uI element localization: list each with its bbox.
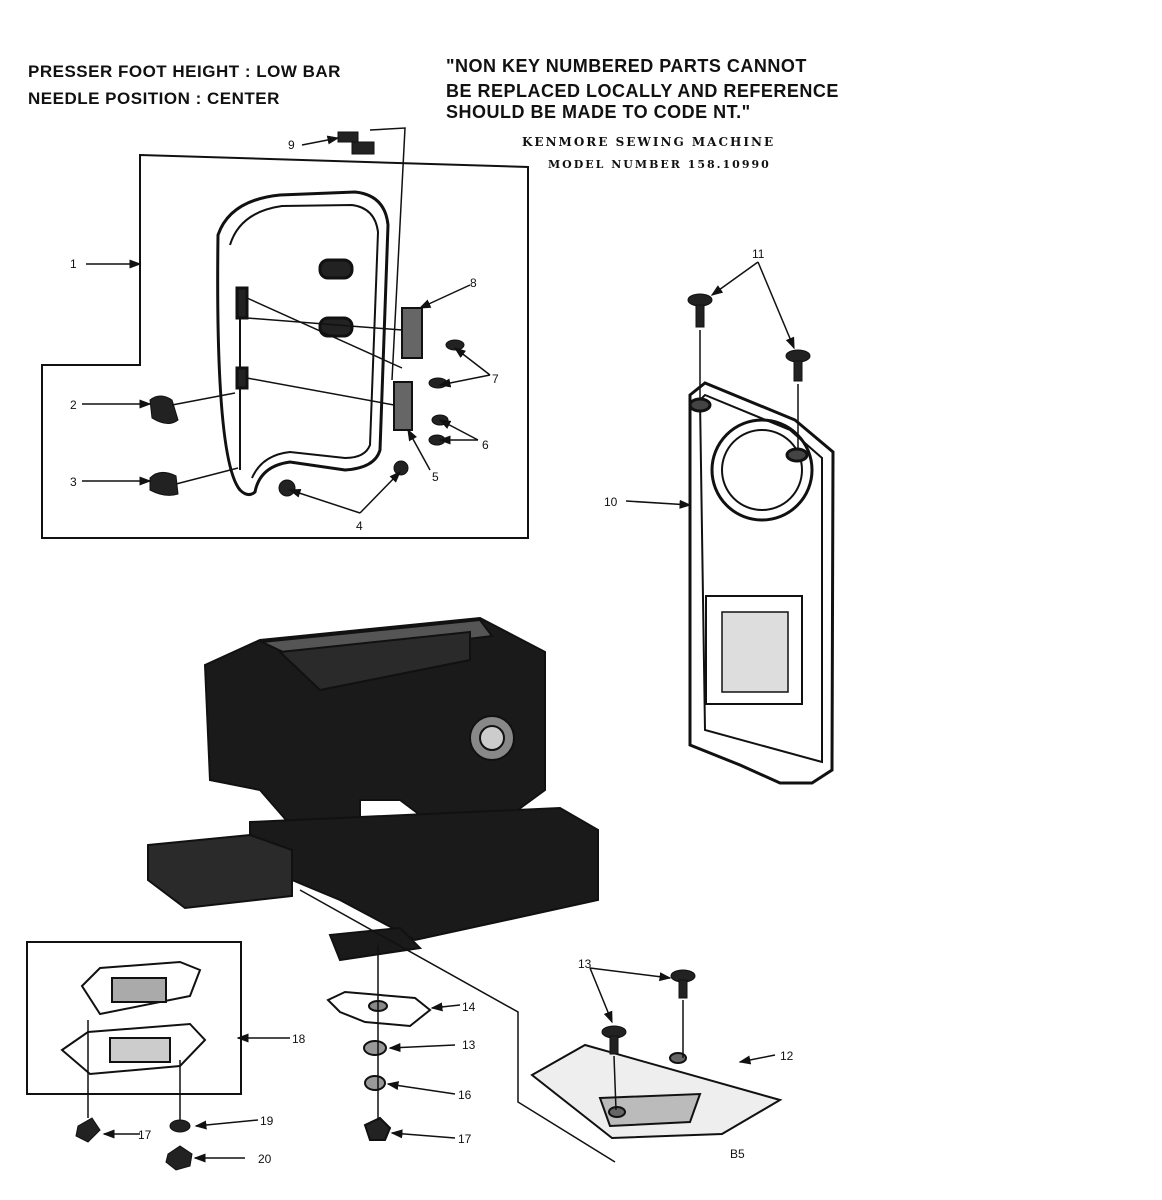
- callout-17b: 17: [138, 1128, 152, 1142]
- feet-plate-parts: [60, 960, 207, 1076]
- bracket-leaders: [299, 889, 616, 1163]
- bracket-parts: [326, 990, 432, 1141]
- parts-note-line-1: "NON KEY NUMBERED PARTS CANNOT: [446, 56, 807, 76]
- hinge-parts: [393, 307, 423, 431]
- back-cover-part: [216, 190, 390, 497]
- callout-13a: 13: [578, 957, 592, 971]
- screws-11: [687, 293, 811, 382]
- parts-note-line-2: BE REPLACED LOCALLY AND REFERENCE: [446, 81, 839, 101]
- callout-5: 5: [432, 470, 439, 484]
- back-plate-part: [688, 381, 835, 785]
- feet-group-outline: [26, 941, 242, 1095]
- sewing-machine-head: [147, 616, 599, 962]
- callout-9: 9: [288, 138, 295, 152]
- callout-12: 12: [780, 1049, 794, 1063]
- model-number: MODEL NUMBER 158.10990: [548, 158, 771, 171]
- callout-11: 11: [752, 247, 765, 261]
- cover-leaders: [82, 127, 491, 514]
- bottom-leaders: [589, 967, 776, 1111]
- callout-17a: 17: [458, 1132, 472, 1146]
- callout-16: 16: [458, 1088, 472, 1102]
- needle-position-spec: NEEDLE POSITION : CENTER: [28, 89, 280, 108]
- callout-10: 10: [604, 495, 618, 509]
- callout-13b: 13: [462, 1038, 476, 1052]
- bumpers: [149, 395, 179, 496]
- callout-8: 8: [470, 276, 477, 290]
- plate-leaders: [625, 261, 799, 509]
- cover-group-outline: [41, 153, 529, 539]
- callout-4: 4: [356, 519, 363, 533]
- callout-6: 6: [482, 438, 489, 452]
- callout-14: 14: [462, 1000, 476, 1014]
- page-code: B5: [730, 1147, 745, 1161]
- callout-19: 19: [260, 1114, 274, 1128]
- parts-note-line-3: SHOULD BE MADE TO CODE NT.": [446, 102, 751, 122]
- brand-title: KENMORE SEWING MACHINE: [522, 135, 776, 149]
- callout-18: 18: [292, 1032, 306, 1046]
- callout-1: 1: [70, 257, 77, 271]
- feet-screws: [75, 1117, 193, 1171]
- callout-7: 7: [492, 372, 499, 386]
- presser-foot-spec: PRESSER FOOT HEIGHT : LOW BAR: [28, 62, 341, 81]
- callout-20: 20: [258, 1152, 272, 1166]
- bottom-plate-part: [530, 1043, 783, 1140]
- feet-leaders: [87, 1020, 290, 1163]
- callout-3: 3: [70, 475, 77, 489]
- screws-9: [337, 131, 375, 155]
- callout-2: 2: [70, 398, 77, 412]
- screws-13: [601, 969, 696, 1055]
